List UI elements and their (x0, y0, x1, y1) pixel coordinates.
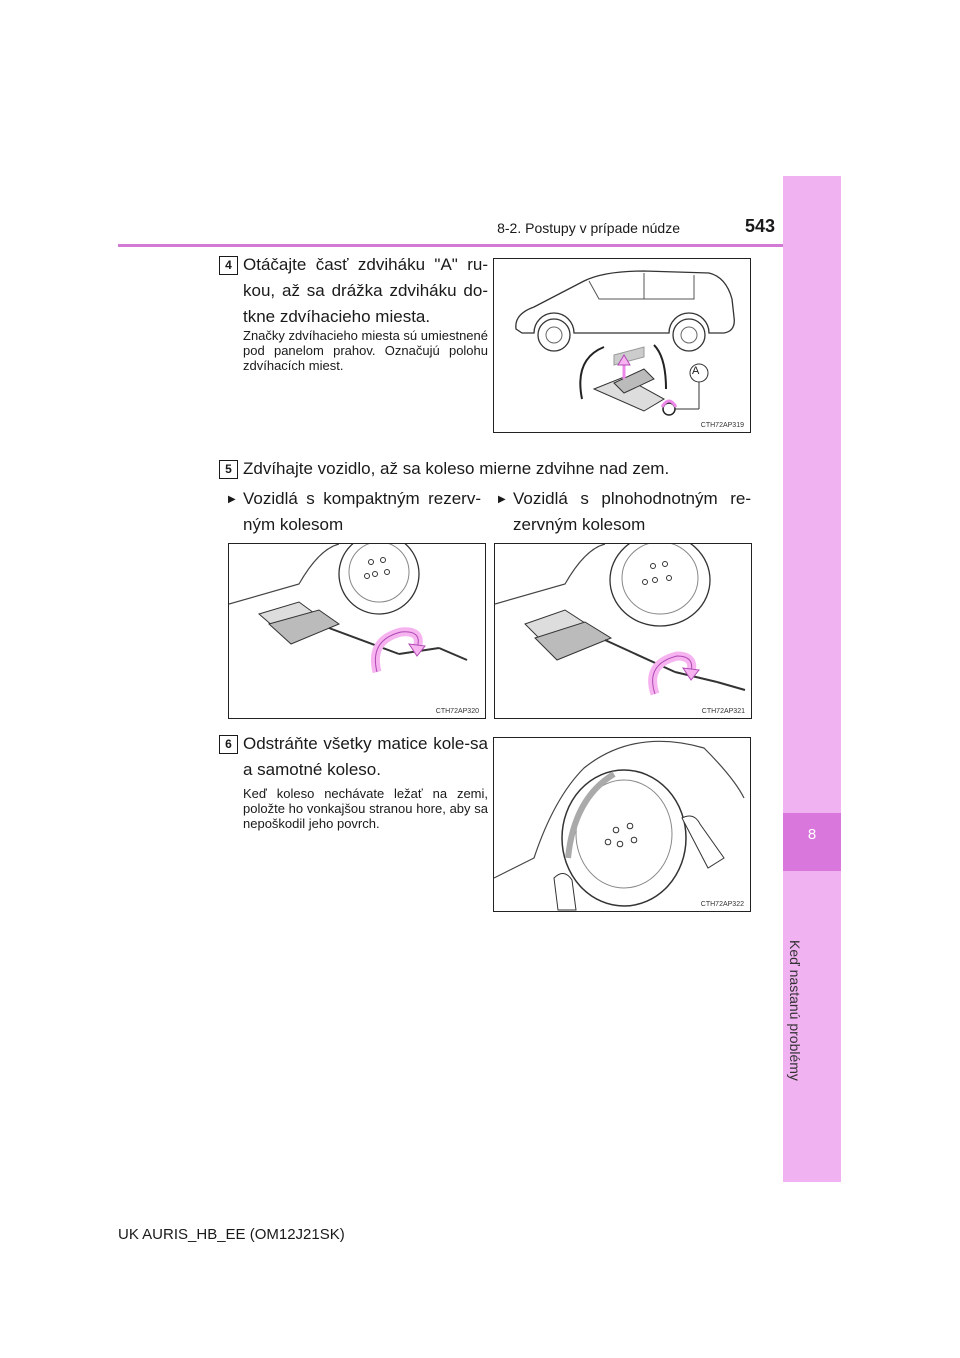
wheel-removal-illustration (494, 740, 745, 911)
figure-caption: CTH72AP319 (700, 422, 744, 429)
chapter-tab-highlight (783, 813, 841, 871)
option-full-label: Vozidlá s plnohodnotným re-zervným koles… (513, 489, 751, 534)
step-4-text: Otáčajte časť zdviháku "A" ru-kou, až sa… (243, 255, 488, 326)
option-compact-label: Vozidlá s kompaktným rezerv-ným kolesom (243, 489, 481, 534)
step-number-5: 5 (219, 460, 238, 479)
car-jack-illustration (515, 270, 735, 416)
header-rule (118, 244, 783, 247)
figure-jack-position: A CTH72AP319 (493, 258, 751, 433)
figure-compact-jack: CTH72AP320 (228, 543, 486, 719)
section-title: 8-2. Postupy v prípade núdze (497, 220, 680, 236)
step-6-text: Odstráňte všetky matice kole-sa a samotn… (243, 734, 488, 779)
compact-jack-illustration (229, 544, 468, 674)
figure-caption: CTH72AP322 (700, 901, 744, 908)
footer-model: UK AURIS_HB_EE (OM12J21SK) (118, 1226, 345, 1243)
chapter-tab (783, 176, 841, 1182)
figure-full-jack: CTH72AP321 (494, 543, 752, 719)
triangle-right-icon: ▶ (228, 494, 236, 505)
figure-caption: CTH72AP321 (701, 708, 745, 715)
figure-label-a: A (692, 365, 700, 377)
triangle-right-icon: ▶ (498, 494, 506, 505)
page-number: 543 (744, 216, 775, 236)
chapter-number: 8 (807, 826, 817, 843)
full-jack-illustration (495, 544, 746, 696)
option-compact-spare: ▶ (228, 489, 483, 507)
step-number-4: 4 (219, 256, 238, 275)
step-4-note: Značky zdvíhacieho miesta sú umiestnené … (243, 328, 488, 373)
step-5-text: Zdvíhajte vozidlo, až sa koleso mierne z… (243, 459, 670, 478)
figure-caption: CTH72AP320 (435, 708, 479, 715)
option-full-spare: ▶ (498, 489, 753, 507)
step-number-6: 6 (219, 735, 238, 754)
chapter-title: Keď nastanú problémy (787, 940, 803, 1081)
step-6-note: Keď koleso nechávate ležať na zemi, polo… (243, 786, 488, 831)
figure-wheel-removal: CTH72AP322 (493, 737, 751, 912)
